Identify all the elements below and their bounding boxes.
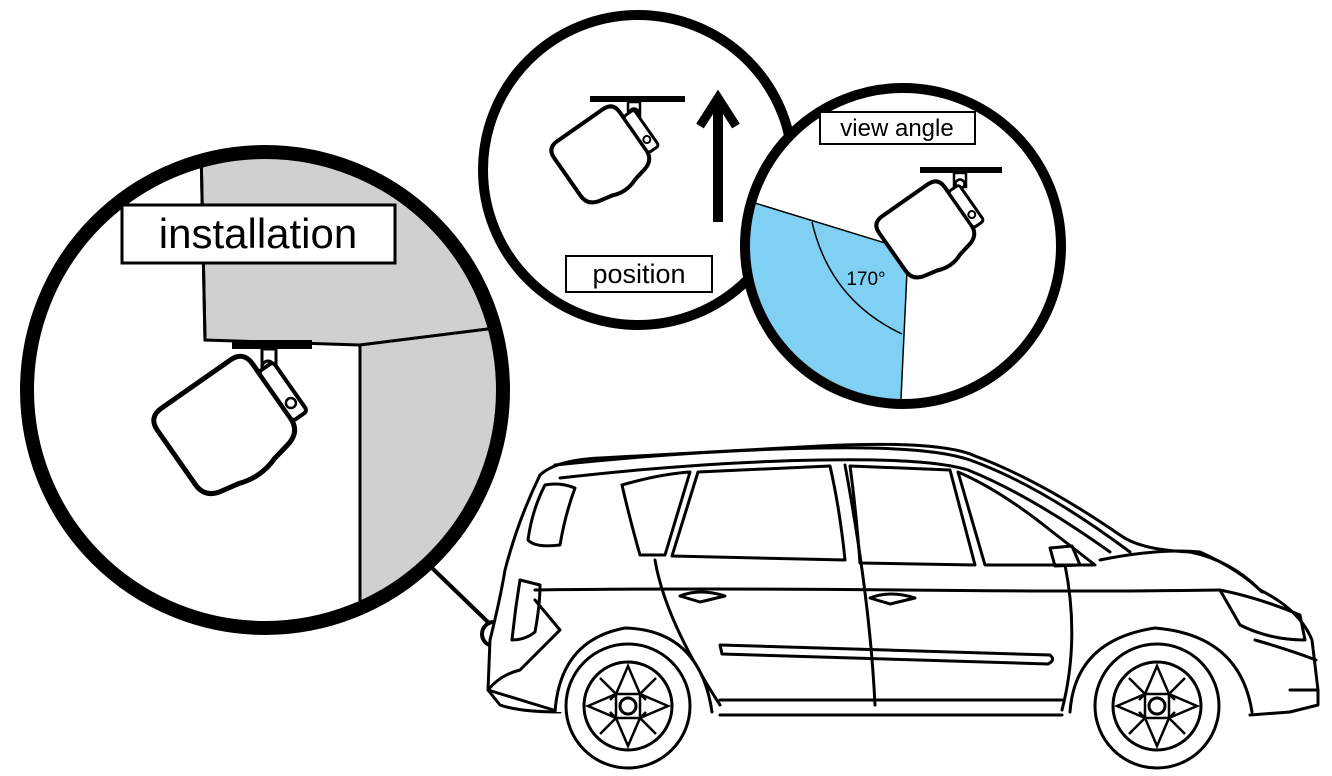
b-pillar-line [843, 463, 877, 707]
position-label-box [565, 255, 713, 293]
view-angle-label-box [819, 111, 976, 145]
up-arrow-icon [696, 89, 740, 222]
rear-door-window [670, 464, 847, 562]
camera-position [549, 104, 660, 205]
view-angle-label: view angle [840, 115, 953, 142]
rear-quarter-window [620, 470, 692, 557]
side-molding [718, 643, 1055, 666]
front-door-line [1060, 563, 1074, 712]
headlight [1218, 588, 1307, 642]
angle-value-label: 170° [846, 269, 885, 290]
front-wheel [1093, 642, 1221, 770]
view-angle-circle: 170° view angle [740, 83, 1066, 409]
front-door-handle [868, 592, 917, 606]
windshield [956, 470, 1097, 567]
rear-window [526, 482, 577, 548]
rear-bumper [486, 598, 562, 692]
rear-door-line [653, 558, 722, 707]
rear-wheel [564, 642, 692, 770]
position-label: position [592, 259, 685, 289]
camera-installed [151, 340, 312, 497]
tail-light [510, 578, 542, 642]
zoom-leader-line [430, 566, 492, 626]
side-mirror [1048, 544, 1082, 568]
installation-label-box [120, 203, 397, 265]
installation-zoom-circle: installation [20, 145, 510, 635]
rear-door-handle [678, 590, 727, 604]
camera-view [874, 179, 985, 280]
installation-label: installation [159, 210, 357, 257]
